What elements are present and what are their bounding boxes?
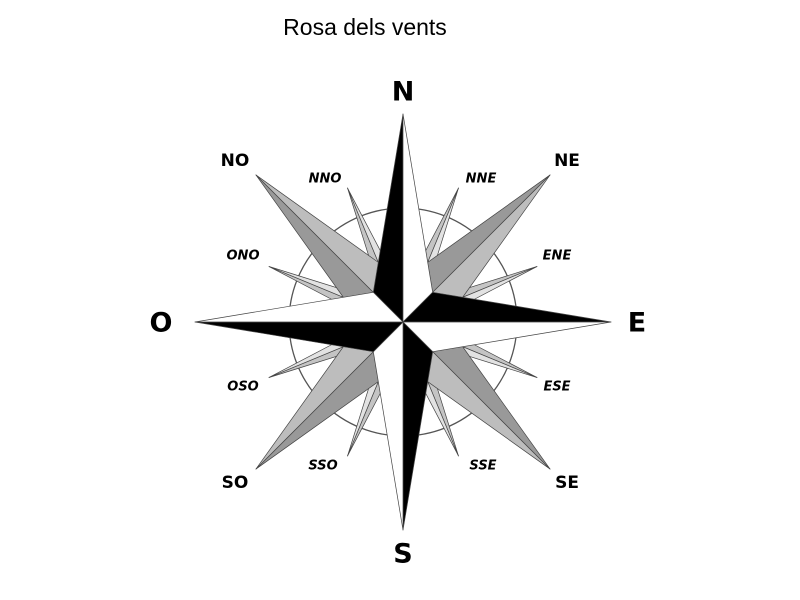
label-northeast: NE bbox=[554, 151, 580, 171]
label-sso: SSO bbox=[308, 458, 338, 474]
point-s-left-half bbox=[402, 321, 434, 531]
label-nno: NNO bbox=[308, 171, 342, 187]
label-southwest: SO bbox=[221, 473, 249, 493]
cardinal-points bbox=[194, 113, 612, 531]
point-n-left-half bbox=[372, 113, 404, 323]
point-o-left-half bbox=[194, 321, 404, 353]
label-ese: ESE bbox=[543, 379, 571, 395]
label-nne: NNE bbox=[465, 171, 497, 187]
label-west: O bbox=[149, 307, 173, 339]
point-o-right-half bbox=[194, 291, 404, 323]
intercardinal-points bbox=[255, 174, 551, 470]
point-n-right-half bbox=[402, 113, 434, 323]
label-oso: OSO bbox=[227, 379, 259, 395]
diagram-title: Rosa dels vents bbox=[283, 14, 447, 40]
label-ene: ENE bbox=[542, 248, 572, 264]
label-sse: SSE bbox=[469, 458, 497, 474]
label-southeast: SE bbox=[555, 473, 579, 493]
point-e-right-half bbox=[402, 321, 612, 353]
label-northwest: NO bbox=[220, 151, 250, 171]
label-ono: ONO bbox=[226, 248, 260, 264]
label-east: E bbox=[627, 307, 647, 339]
label-north: N bbox=[391, 76, 415, 108]
point-e-left-half bbox=[402, 291, 612, 323]
label-south: S bbox=[393, 538, 413, 570]
point-s-right-half bbox=[372, 321, 404, 531]
